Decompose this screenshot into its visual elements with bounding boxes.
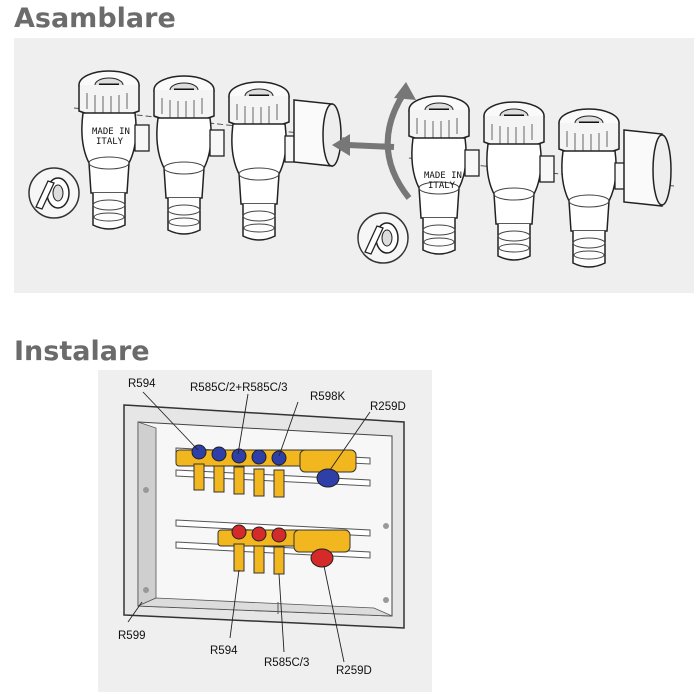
- install-illustration: [123, 391, 405, 663]
- label-r598k: R598K: [310, 391, 346, 403]
- italy-label-left: ITALY: [96, 137, 124, 147]
- top-manifold: [175, 444, 357, 498]
- thread-tape-icon-left: [28, 167, 80, 219]
- label-r585c-pair: R585C/2+R585C/3: [190, 382, 288, 394]
- install-illustration-panel: R594 R585C/2+R585C/3 R598K R259D R599 R5…: [98, 370, 432, 692]
- label-r585c3: R585C/3: [264, 657, 310, 669]
- label-r599: R599: [118, 630, 146, 642]
- label-r594-bottom: R594: [210, 645, 238, 657]
- label-r594-top: R594: [128, 378, 156, 390]
- bottom-manifold: [217, 524, 351, 575]
- red-ball-valve-handle: [310, 548, 334, 568]
- leader-lines: [127, 391, 371, 663]
- valve-left-3: [227, 80, 301, 242]
- label-r259d-bottom: R259D: [336, 665, 372, 677]
- made-in-label-left: MADE IN: [92, 127, 130, 137]
- valve-right-3: [557, 107, 631, 269]
- valve-left-2: [152, 74, 226, 236]
- section-title-install: Instalare: [14, 336, 150, 367]
- assembly-illustration: MADE IN ITALY MADE IN ITALY: [28, 69, 675, 269]
- valve-right-2: [482, 100, 556, 262]
- rotate-arrow-icon: [384, 91, 412, 200]
- blue-ball-valve-handle: [316, 468, 340, 488]
- valve-left-1: [77, 69, 151, 231]
- section-title-assembly: Asamblare: [14, 3, 176, 34]
- italy-label-right: ITALY: [428, 181, 456, 191]
- assembly-illustration-panel: MADE IN ITALY MADE IN ITALY: [14, 38, 694, 293]
- label-r259d-top: R259D: [370, 401, 406, 413]
- end-union-right: [623, 129, 663, 207]
- made-in-label-right: MADE IN: [424, 171, 462, 181]
- thread-tape-icon-right: [357, 212, 409, 264]
